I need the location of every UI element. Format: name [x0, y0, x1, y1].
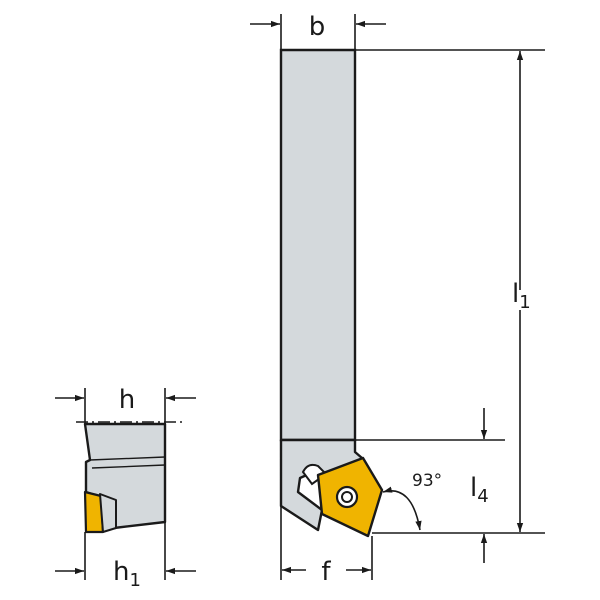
dimension-l4: [355, 408, 505, 563]
dimension-angle: [382, 486, 422, 531]
dimension-h: [55, 388, 196, 424]
insert-screw-inner: [341, 491, 353, 503]
label-f: f: [321, 557, 331, 587]
shank-body: [279, 48, 357, 442]
dimension-h1: [55, 522, 196, 580]
shank-side-view: [76, 421, 182, 534]
label-h1: h1: [113, 557, 141, 591]
dimension-l1: [355, 49, 545, 534]
dimension-f: [280, 506, 373, 580]
side-clamp: [99, 493, 117, 533]
label-l1: l1: [512, 279, 531, 313]
dimension-b: [250, 14, 386, 50]
shank-front-view: [279, 48, 384, 538]
label-l4: l4: [470, 473, 489, 507]
label-b: b: [309, 12, 326, 42]
label-angle: 93°: [412, 471, 442, 491]
label-h: h: [119, 385, 135, 415]
